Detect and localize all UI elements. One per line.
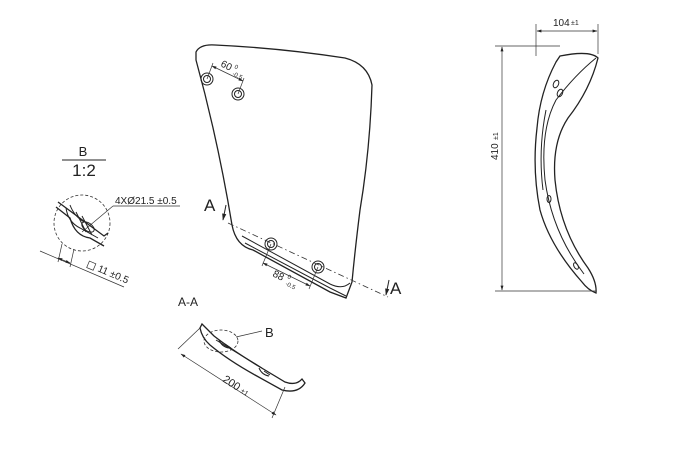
section-detail-circle: [203, 329, 239, 353]
front-top-hole-dimension: 60 0 -0.5: [206, 59, 245, 95]
side-hole-lower: [546, 195, 552, 203]
front-bottom-dim-tol-lower: -0.5: [284, 281, 297, 291]
side-width-value: 104: [553, 18, 570, 29]
side-width-tol: ±1: [571, 20, 579, 27]
section-hole-left: [218, 339, 232, 349]
front-top-dim-value: 60: [219, 59, 234, 74]
hole-depth-text: 11 ±0.5: [96, 264, 131, 287]
hole-callout-text: 4XØ21.5 ±0.5: [115, 196, 177, 207]
section-profile: [199, 322, 306, 392]
side-view: 104 ±1 410 ±1: [490, 18, 599, 294]
front-bottom-dim-value: 88: [271, 269, 286, 284]
front-bottom-dim-tol-upper: 0: [286, 274, 292, 281]
side-view-inner-edge: [543, 57, 597, 275]
section-length-value: 200: [220, 373, 242, 393]
detail-view-b: B 1:2 4XØ21.5 ±0.5 11 ±0.5: [39, 144, 180, 288]
section-view-a-a: A-A B 200 ±1: [177, 295, 306, 419]
side-height-value: 410: [490, 143, 501, 160]
side-view-inner-edge-2: [540, 109, 547, 191]
side-hole-top: [552, 79, 560, 89]
front-top-dim-tol-lower: -0.5: [231, 71, 244, 81]
detail-blade-geometry: [55, 201, 109, 247]
side-height-dimension: 410 ±1: [490, 45, 596, 292]
side-hole-bottom: [573, 262, 579, 270]
section-detail-leader: [235, 330, 263, 338]
front-hole-bottom-right: [311, 260, 325, 274]
front-view-bevel-line: [241, 235, 351, 288]
detail-boundary-circle: [53, 194, 111, 252]
front-hole-top-right: [231, 87, 245, 101]
side-height-tol: ±1: [493, 132, 500, 140]
front-view-outline: [195, 44, 373, 299]
detail-scale: 1:2: [72, 161, 96, 180]
section-profile-inner: [215, 339, 263, 369]
side-width-dimension: 104 ±1: [535, 18, 599, 56]
hole-callout-leader: [81, 205, 114, 233]
section-length-tol: ±1: [239, 388, 249, 398]
section-detail-ref: B: [265, 325, 274, 340]
front-view: 60 0 -0.5 88 0 -0.5 A A: [195, 44, 402, 299]
section-label-right: A: [390, 279, 402, 298]
detail-label: B: [79, 144, 88, 159]
section-view-title: A-A: [178, 295, 198, 309]
front-hole-bottom-left: [264, 237, 278, 251]
side-hole-mid: [556, 88, 564, 98]
front-bottom-hole-dimension: 88 0 -0.5: [261, 243, 319, 292]
front-view-bevel-line-2: [244, 242, 347, 297]
side-view-outline: [534, 52, 599, 294]
section-label-left: A: [204, 196, 216, 215]
front-top-dim-tol-upper: 0: [233, 64, 239, 71]
section-cut-line: A A: [204, 196, 402, 298]
